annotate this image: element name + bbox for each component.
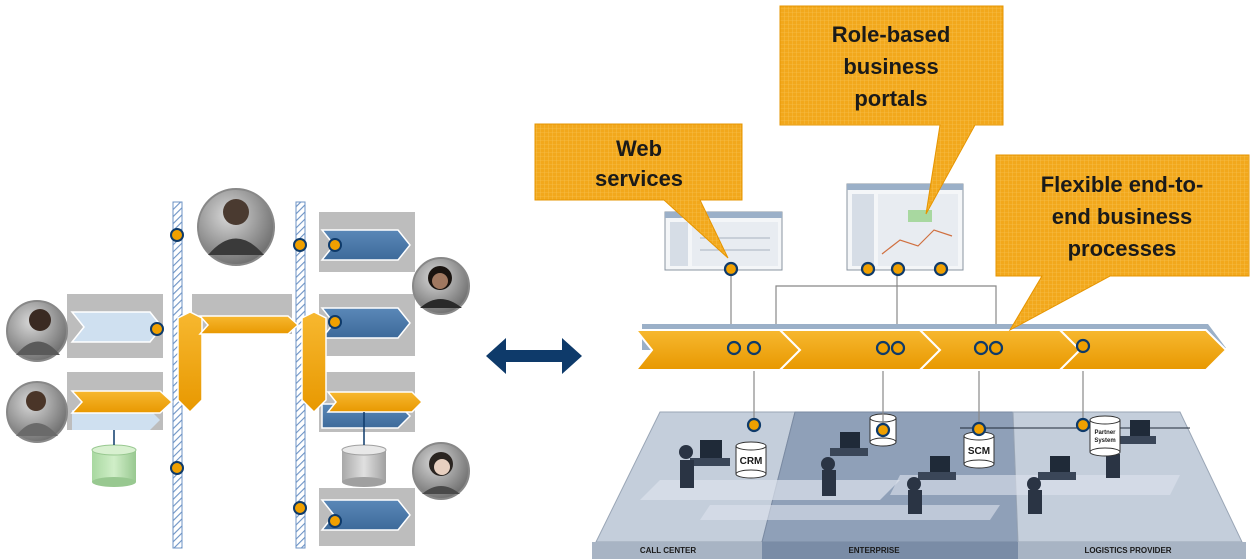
connection-node xyxy=(875,340,891,356)
callout-flexible-line1: Flexible end-to- xyxy=(1041,172,1204,197)
callout-flexible-processes: Flexible end-to- end business processes xyxy=(995,154,1250,332)
connection-node xyxy=(875,422,891,438)
database-icon xyxy=(869,413,897,447)
database-icon: Partner System xyxy=(1089,415,1121,457)
connection-node xyxy=(933,261,949,277)
zone-label-enterprise: ENTERPRISE xyxy=(848,546,900,555)
callout-role-portals-line1: Role-based xyxy=(832,22,951,47)
database-label-partner-2: System xyxy=(1094,438,1115,444)
process-flow-orange xyxy=(198,315,300,335)
connection-node xyxy=(1075,417,1091,433)
connection-node xyxy=(328,238,342,252)
connector-line xyxy=(775,285,997,342)
connection-node xyxy=(988,340,1004,356)
database-label-crm: CRM xyxy=(740,456,763,467)
connection-node xyxy=(973,340,989,356)
process-flow-orange xyxy=(177,311,203,414)
callout-web-services-line2: services xyxy=(595,166,683,191)
workstation-icon xyxy=(679,440,730,488)
floor-path xyxy=(640,480,900,500)
person-photo-icon xyxy=(6,381,68,443)
process-flow-orange xyxy=(70,390,174,414)
connection-node xyxy=(890,261,906,277)
database-icon: SCM xyxy=(963,431,995,469)
callout-web-services-line1: Web xyxy=(616,136,662,161)
connection-node xyxy=(971,421,987,437)
callout-role-portals-line2: business xyxy=(843,54,938,79)
database-label-scm: SCM xyxy=(968,446,990,457)
screen-thumbnail-icon xyxy=(846,183,964,271)
connection-node xyxy=(746,417,762,433)
floor-path xyxy=(700,505,1000,520)
connection-node xyxy=(170,228,184,242)
workstation-icon xyxy=(821,432,868,496)
person-photo-icon xyxy=(197,188,275,266)
person-photo-icon xyxy=(6,300,68,362)
connection-node xyxy=(890,340,906,356)
connection-node xyxy=(860,261,876,277)
connection-node xyxy=(328,315,342,329)
connection-node xyxy=(293,238,307,252)
double-headed-arrow-icon xyxy=(486,338,582,374)
process-step-light xyxy=(70,311,163,343)
connection-node xyxy=(723,261,739,277)
zone-call-center xyxy=(595,411,796,543)
right-architecture-diagram: CALL CENTER ENTERPRISE LOGISTICS PROVIDE… xyxy=(534,5,1250,559)
screen-thumbnail-icon xyxy=(664,211,783,271)
connection-node xyxy=(1075,338,1091,354)
left-process-diagram xyxy=(6,188,470,549)
zone-label-strip xyxy=(762,542,1018,559)
person-photo-icon xyxy=(412,257,470,315)
connection-node xyxy=(170,461,184,475)
database-icon xyxy=(91,430,137,487)
process-step-light xyxy=(72,410,160,430)
database-icon xyxy=(341,412,387,487)
person-photo-icon xyxy=(412,442,470,500)
connection-node xyxy=(726,340,742,356)
callout-flexible-line2: end business xyxy=(1052,204,1193,229)
workstation-icon xyxy=(907,456,956,514)
connection-node xyxy=(293,501,307,515)
database-icon: CRM xyxy=(735,441,767,479)
connection-node xyxy=(746,340,762,356)
process-flow-orange xyxy=(326,391,424,413)
callout-flexible-line3: processes xyxy=(1068,236,1177,261)
process-segment xyxy=(633,329,802,371)
callout-web-services: Web services xyxy=(534,123,743,259)
zone-label-call-center: CALL CENTER xyxy=(640,546,697,555)
connection-node xyxy=(150,322,164,336)
callout-role-portals: Role-based business portals xyxy=(779,5,1004,215)
process-segment xyxy=(777,329,942,371)
process-flow-orange xyxy=(301,311,327,414)
zone-label-logistics: LOGISTICS PROVIDER xyxy=(1084,546,1171,555)
connection-node xyxy=(328,514,342,528)
callout-role-portals-line3: portals xyxy=(854,86,927,111)
database-label-partner-1: Partner xyxy=(1094,430,1116,436)
workstation-icon xyxy=(1027,456,1076,514)
